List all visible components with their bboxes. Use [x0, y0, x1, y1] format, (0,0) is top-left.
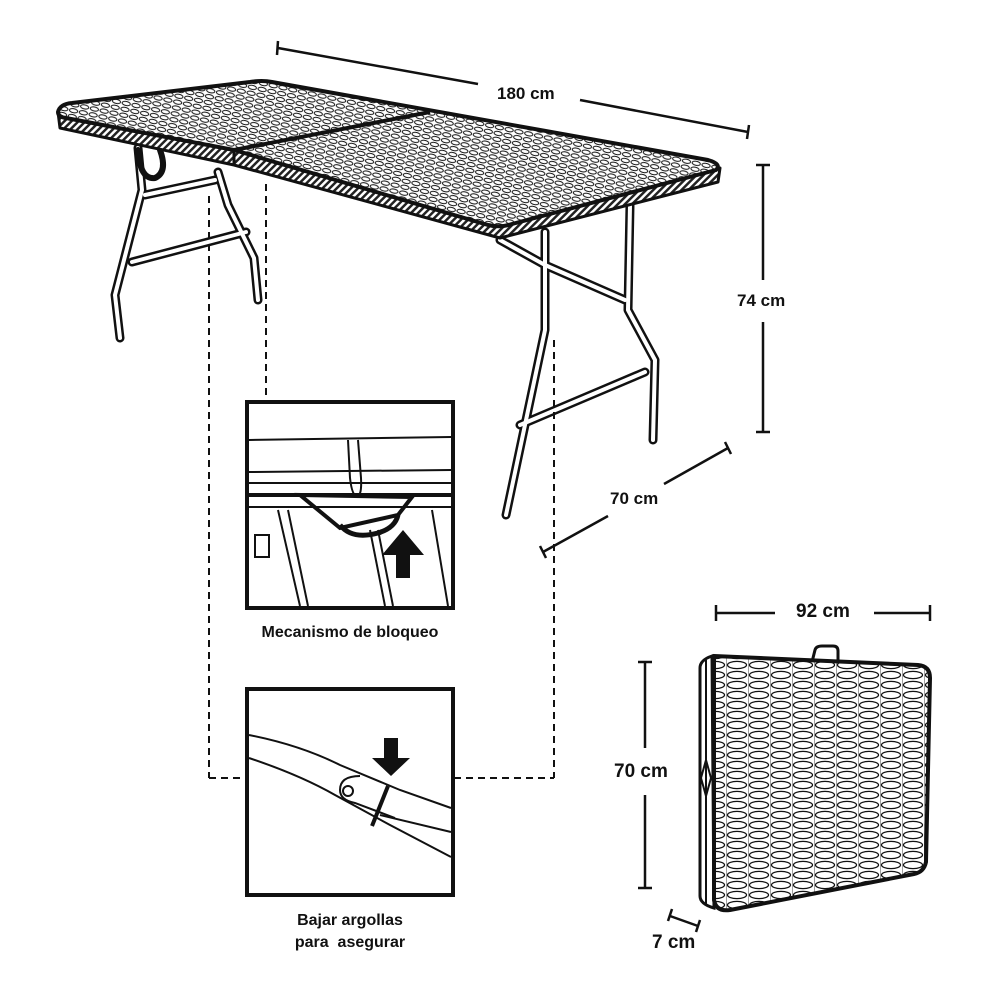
folded-thickness-label: 7 cm	[652, 932, 696, 953]
locking-mechanism-caption: Mecanismo de bloqueo	[261, 624, 439, 641]
folded-dimension-lines	[638, 605, 932, 933]
length-dimension-label: 180 cm	[497, 84, 555, 103]
callout-dashed-lines	[208, 184, 555, 779]
folded-height-label: 70 cm	[614, 761, 668, 782]
dimension-line-height	[756, 163, 770, 434]
arrow-down-icon	[372, 738, 410, 776]
lock-rings-caption-line2: para asegurar	[294, 934, 406, 951]
folded-width-label: 92 cm	[796, 601, 850, 622]
dimension-line-length	[275, 40, 751, 140]
table-legs	[110, 143, 660, 520]
lock-rings-caption-line1: Bajar argollas	[297, 912, 403, 929]
folded-table	[698, 644, 932, 913]
detail-locking-mechanism	[245, 400, 455, 610]
height-dimension-label: 74 cm	[737, 291, 786, 310]
detail-lock-rings	[245, 687, 455, 897]
depth-dimension-label: 70 cm	[610, 489, 659, 508]
table-top	[56, 79, 722, 240]
arrow-up-icon	[382, 530, 424, 578]
